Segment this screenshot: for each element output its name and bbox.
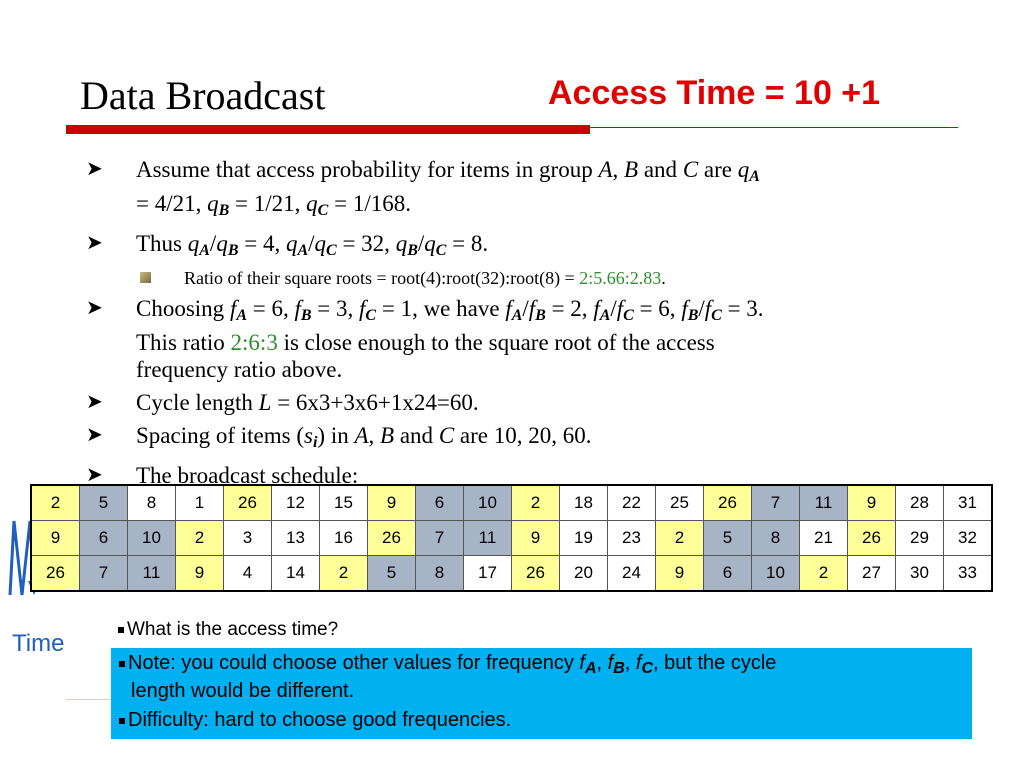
schedule-cell: 1 xyxy=(175,484,224,521)
access-time-question: What is the access time? xyxy=(118,619,338,641)
schedule-cell: 6 xyxy=(415,484,464,521)
schedule-cell: 9 xyxy=(847,484,896,521)
schedule-cell: 21 xyxy=(799,520,848,556)
schedule-cell: 2 xyxy=(799,555,848,592)
schedule-cell: 9 xyxy=(655,555,704,592)
schedule-cell: 8 xyxy=(415,555,464,592)
schedule-cell: 26 xyxy=(703,484,752,521)
schedule-cell: 22 xyxy=(607,484,656,521)
schedule-cell: 31 xyxy=(943,484,993,521)
arrow-bullet-icon: ➤ xyxy=(86,464,103,486)
schedule-cell: 8 xyxy=(127,484,176,521)
arrow-bullet-icon: ➤ xyxy=(86,232,103,254)
schedule-cell: 4 xyxy=(223,555,272,592)
bullet-access-probability: ➤ Assume that access probability for ite… xyxy=(86,157,760,219)
schedule-cell: 23 xyxy=(607,520,656,556)
schedule-cell: 17 xyxy=(463,555,512,592)
schedule-cell: 30 xyxy=(895,555,944,592)
schedule-cell: 9 xyxy=(367,484,416,521)
arrow-bullet-icon: ➤ xyxy=(86,158,103,180)
schedule-cell: 7 xyxy=(751,484,800,521)
bullet-choosing-frequencies: ➤ Choosing fA = 6, fB = 3, fC = 1, we ha… xyxy=(86,296,764,382)
table-row: 2 5 8 1 26 12 15 9 6 10 2 18 22 25 26 7 … xyxy=(30,484,993,521)
schedule-cell: 14 xyxy=(271,555,320,592)
bullet-list: ➤ Assume that access probability for ite… xyxy=(84,156,964,495)
schedule-cell: 29 xyxy=(895,520,944,556)
note-difficulty: Difficulty: hard to choose good frequenc… xyxy=(119,709,964,732)
title-underline-bar xyxy=(66,125,590,134)
schedule-cell: 2 xyxy=(655,520,704,556)
schedule-cell: 11 xyxy=(463,520,512,556)
note-box: Note: you could choose other values for … xyxy=(111,648,972,739)
schedule-cell: 5 xyxy=(367,555,416,592)
schedule-cell: 26 xyxy=(223,484,272,521)
square-bullet-icon xyxy=(119,660,125,667)
schedule-cell: 26 xyxy=(367,520,416,556)
schedule-cell: 2 xyxy=(30,484,80,521)
schedule-cell: 11 xyxy=(799,484,848,521)
schedule-cell: 7 xyxy=(79,555,128,592)
schedule-cell: 33 xyxy=(943,555,993,592)
schedule-cell: 20 xyxy=(559,555,608,592)
time-label: Time xyxy=(12,630,65,657)
schedule-cell: 2 xyxy=(175,520,224,556)
note-frequency: Note: you could choose other values for … xyxy=(119,652,964,680)
schedule-cell: 27 xyxy=(847,555,896,592)
broadcast-schedule-table: 2 5 8 1 26 12 15 9 6 10 2 18 22 25 26 7 … xyxy=(30,484,993,592)
schedule-cell: 2 xyxy=(319,555,368,592)
schedule-cell: 5 xyxy=(79,484,128,521)
bullet-ratios: ➤ Thus qA/qB = 4, qA/qC = 32, qB/qC = 8. xyxy=(86,231,489,259)
schedule-cell: 2 xyxy=(511,484,560,521)
schedule-cell: 9 xyxy=(30,520,80,556)
schedule-cell: 13 xyxy=(271,520,320,556)
schedule-cell: 7 xyxy=(415,520,464,556)
arrow-bullet-icon: ➤ xyxy=(86,297,103,319)
schedule-cell: 10 xyxy=(463,484,512,521)
schedule-cell: 10 xyxy=(751,555,800,592)
schedule-cell: 10 xyxy=(127,520,176,556)
schedule-cell: 16 xyxy=(319,520,368,556)
table-row: 26 7 11 9 4 14 2 5 8 17 26 20 24 9 6 10 … xyxy=(30,555,993,592)
schedule-cell: 24 xyxy=(607,555,656,592)
schedule-cell: 25 xyxy=(655,484,704,521)
schedule-cell: 28 xyxy=(895,484,944,521)
schedule-cell: 15 xyxy=(319,484,368,521)
schedule-cell: 18 xyxy=(559,484,608,521)
bullet-cycle-length: ➤ Cycle length L = 6x3+3x6+1x24=60. xyxy=(86,390,479,415)
schedule-cell: 9 xyxy=(511,520,560,556)
schedule-cell: 19 xyxy=(559,520,608,556)
title-underline-line xyxy=(590,127,958,128)
sub-bullet-square-roots: Ratio of their square roots = root(4):ro… xyxy=(84,267,964,289)
divider xyxy=(66,699,112,700)
schedule-cell: 9 xyxy=(175,555,224,592)
arrow-bullet-icon: ➤ xyxy=(86,391,103,413)
slide-subtitle: Access Time = 10 +1 xyxy=(548,74,881,112)
schedule-cell: 6 xyxy=(79,520,128,556)
schedule-cell: 8 xyxy=(751,520,800,556)
table-row: 9 6 10 2 3 13 16 26 7 11 9 19 23 2 5 8 2… xyxy=(30,520,993,556)
bullet-schedule-heading: ➤ The broadcast schedule: xyxy=(86,463,359,488)
schedule-cell: 26 xyxy=(30,555,80,592)
square-bullet-icon xyxy=(119,717,125,724)
schedule-cell: 26 xyxy=(511,555,560,592)
schedule-cell: 12 xyxy=(271,484,320,521)
schedule-cell: 5 xyxy=(703,520,752,556)
square-bullet-icon xyxy=(140,272,151,283)
slide-title: Data Broadcast xyxy=(80,73,326,118)
schedule-cell: 11 xyxy=(127,555,176,592)
arrow-bullet-icon: ➤ xyxy=(86,424,103,446)
schedule-cell: 26 xyxy=(847,520,896,556)
note-cycle-length: length would be different. xyxy=(131,680,355,702)
square-bullet-icon xyxy=(118,626,124,633)
bullet-spacing: ➤ Spacing of items (si) in A, B and C ar… xyxy=(86,423,592,451)
schedule-cell: 6 xyxy=(703,555,752,592)
schedule-cell: 3 xyxy=(223,520,272,556)
schedule-cell: 32 xyxy=(943,520,993,556)
